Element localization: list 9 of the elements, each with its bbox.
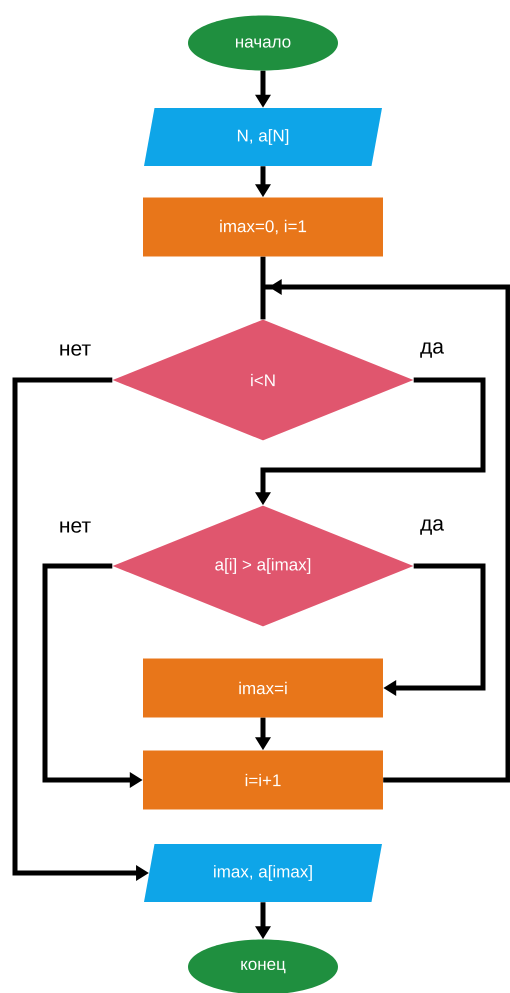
- edge-label: нет: [58, 520, 92, 534]
- edge-label: да: [419, 518, 445, 536]
- edge-label: да: [419, 341, 445, 359]
- process-box: i=i+1: [143, 750, 383, 810]
- process-box: imax=0, i=1: [143, 198, 383, 256]
- io-parallelogram: imax, a[imax]: [144, 844, 382, 902]
- io-parallelogram: N, a[N]: [144, 108, 382, 166]
- process-box: imax=i: [143, 658, 383, 718]
- edge-label: нет: [58, 343, 92, 357]
